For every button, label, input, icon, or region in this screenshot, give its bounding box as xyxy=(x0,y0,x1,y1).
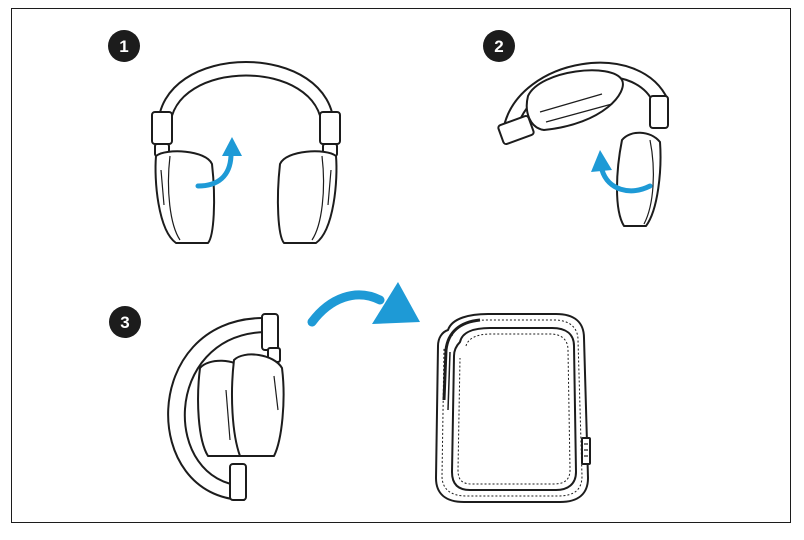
rotate-arrow-step-1 xyxy=(195,137,242,189)
svg-text:1: 1 xyxy=(119,37,128,56)
carry-case-illustration xyxy=(435,313,591,503)
svg-text:2: 2 xyxy=(494,37,503,56)
step-2-badge: 2 xyxy=(483,30,515,62)
headphones-open-illustration xyxy=(151,61,341,244)
step-1-badge: 1 xyxy=(108,30,140,62)
step-3-badge: 3 xyxy=(109,306,141,338)
headphones-folding-illustration xyxy=(497,61,669,227)
svg-text:3: 3 xyxy=(120,313,129,332)
into-case-arrow xyxy=(307,282,420,327)
headphones-folded-illustration xyxy=(167,313,285,501)
diagram-frame xyxy=(11,8,791,523)
rotate-arrow-step-2 xyxy=(591,150,653,194)
